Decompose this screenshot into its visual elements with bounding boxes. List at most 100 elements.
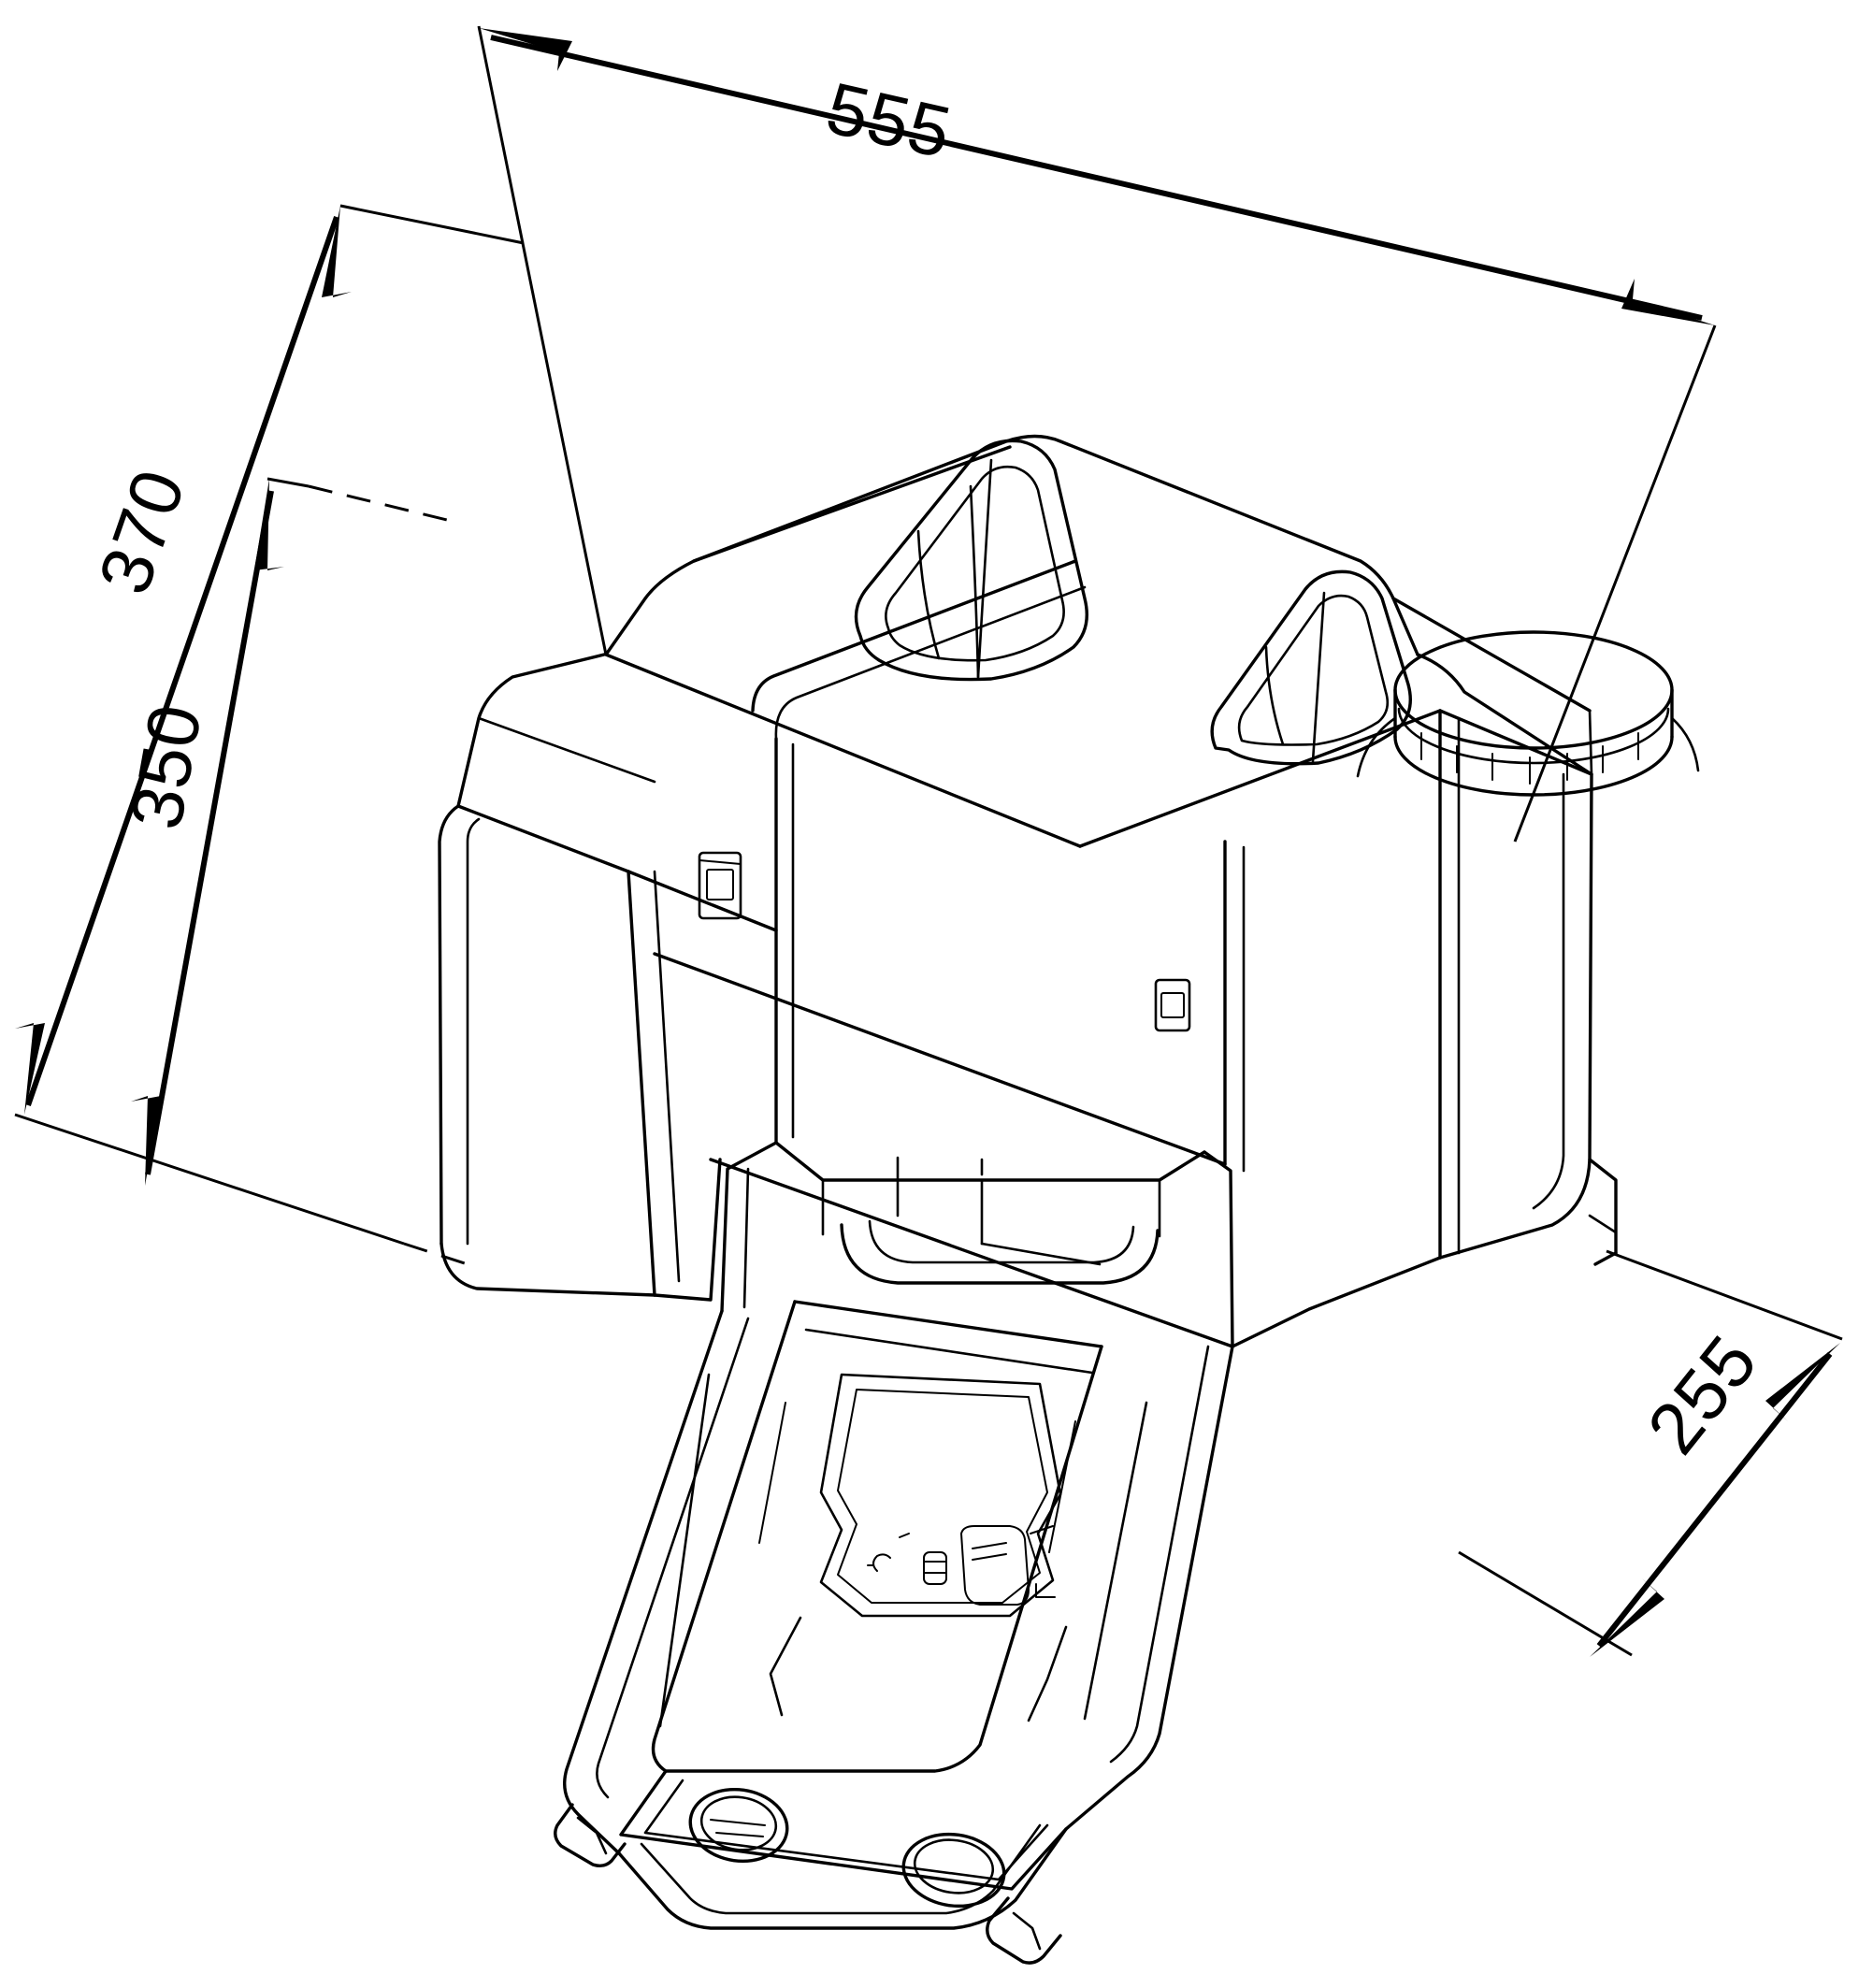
emboss-c-glyph: [872, 1553, 891, 1572]
handle-rear-crease-2: [1264, 645, 1285, 746]
recess-left-flange: [720, 1141, 778, 1313]
tray-right-rail-outer: [1064, 1345, 1234, 1831]
cap-rim-line: [1397, 707, 1670, 765]
tray-gusset-right: [1083, 1401, 1148, 1721]
cap-knurl-ribs: [1420, 732, 1639, 785]
top-face-rim: [604, 434, 1419, 656]
tray-right-rail-inner: [1109, 1345, 1210, 1764]
tray-inner-pocket-offset: [837, 1389, 1048, 1604]
dim-label-555: 555: [819, 66, 958, 174]
dimension-555: 555: [477, 25, 1717, 843]
latch-upper-left-window: [706, 869, 734, 900]
arrowhead-555-left: [479, 28, 572, 71]
front-center-bottom: [653, 1158, 722, 1302]
handle-front-crease-3: [916, 529, 941, 660]
handle-front: [854, 439, 1088, 682]
upper-left-corner: [456, 653, 606, 808]
recess-rib-bottom: [980, 1242, 1102, 1266]
front-left-panel-crease: [653, 870, 681, 1283]
tray-hole-right-inner: [913, 1838, 995, 1894]
top-ridge-left: [604, 653, 1082, 848]
latch-upper-left-body: [698, 851, 742, 920]
right-body-inner: [1532, 772, 1565, 1210]
arrowhead-350-bottom: [131, 1096, 161, 1186]
ext-line-255-top: [1606, 1249, 1843, 1341]
handle-rear-outer: [1210, 569, 1412, 766]
right-body-bottom: [1231, 1256, 1442, 1348]
dim-line-350: [145, 490, 274, 1175]
tray-tab-left-fold: [576, 1816, 608, 1855]
front-center-ribs: [896, 1156, 984, 1217]
front-band-upper: [653, 952, 1227, 1166]
tray-floor-boundary: [651, 1300, 1103, 1773]
tray-chamfer-left: [769, 1616, 802, 1717]
screw-cap-ribbed: [1356, 630, 1700, 797]
ext-line-370-bottom-dash: [403, 1242, 468, 1266]
tank-body: [438, 434, 1618, 1348]
tray-tab-right: [986, 1896, 1062, 1965]
latch-upper-left-line: [699, 859, 742, 865]
right-rear-slope: [1391, 597, 1592, 713]
ext-line-370-bottom: [14, 1113, 405, 1246]
emboss-label-line-1: [972, 1542, 1007, 1549]
handle-front-outer: [854, 439, 1088, 682]
tray-score-left: [758, 1402, 786, 1544]
right-foot-bottom: [1593, 1251, 1618, 1266]
front-left-panel-right: [627, 870, 656, 1297]
dimension-255: 255: [1458, 1249, 1843, 1657]
front-upper-left-edge: [627, 870, 778, 932]
tray-bottom-shelf-inner: [643, 1779, 1049, 1881]
tray-bottom-shelf: [619, 1769, 1068, 1891]
tray-hole-left: [688, 1787, 789, 1864]
tray-embossed-marking: [867, 1525, 1056, 1606]
latch-lower-right-body: [1154, 978, 1191, 1032]
tray-left-rail-outer: [563, 1309, 724, 1855]
recess-opening: [774, 1141, 1206, 1182]
handle-rear-crease-1: [1311, 591, 1326, 763]
recess-upper-edge: [751, 559, 1077, 713]
fold-down-tray: [554, 1300, 1234, 1965]
ext-line-555-right: [1513, 324, 1717, 843]
handle-front-crease-2: [969, 484, 980, 679]
tray-hole-right-outer: [901, 1832, 1006, 1909]
tray-hole-left-inner: [699, 1795, 778, 1851]
recess-u-channel-inner: [868, 1219, 1135, 1264]
recess-u-channel: [840, 1223, 1160, 1285]
right-foot-line: [1588, 1214, 1618, 1234]
right-foot-outer: [1588, 1158, 1618, 1255]
emboss-dash: [899, 1533, 910, 1538]
tray-tab-right-fold: [1012, 1911, 1042, 1951]
front-band-lower: [709, 1158, 1234, 1348]
ext-line-350-top-dash: [308, 484, 448, 522]
latch-lower-right-window: [1160, 992, 1185, 1018]
cap-neck-left: [1356, 716, 1397, 778]
latch-lower-right: [1154, 978, 1191, 1032]
arrowhead-370-bottom: [15, 1023, 45, 1115]
emboss-label-box: [960, 1525, 1030, 1606]
tray-tab-left: [554, 1803, 627, 1868]
tray-left-rail-inner: [596, 1317, 750, 1799]
dim-label-370: 370: [82, 459, 201, 604]
tray-inner-pocket: [819, 1373, 1062, 1618]
handle-rear: [1210, 569, 1412, 766]
top-ridge-right: [1078, 709, 1442, 848]
handle-front-inner: [885, 465, 1065, 662]
tray-hole-right: [901, 1832, 1006, 1909]
ext-line-370-top: [339, 204, 525, 245]
upper-left-crease: [477, 716, 656, 784]
tray-hole-left-outer: [688, 1787, 789, 1864]
ext-line-350-top: [267, 477, 310, 488]
top-rear-edge: [692, 445, 1012, 563]
tray-front-lip-inner: [640, 1823, 1042, 1915]
tray-hole-left-slot-2: [715, 1832, 764, 1837]
right-shoulder: [1416, 653, 1593, 776]
dim-line-255: [1596, 1352, 1833, 1648]
dim-line-370: [25, 216, 339, 1106]
left-body-bottom: [439, 1242, 656, 1297]
tray-chamfer-right: [1027, 1625, 1068, 1722]
tray-hole-left-slot-1: [710, 1819, 766, 1826]
tray-front-lip: [617, 1827, 1068, 1930]
arrowhead-350-top: [254, 479, 284, 570]
cap-neck-right: [1670, 716, 1700, 772]
